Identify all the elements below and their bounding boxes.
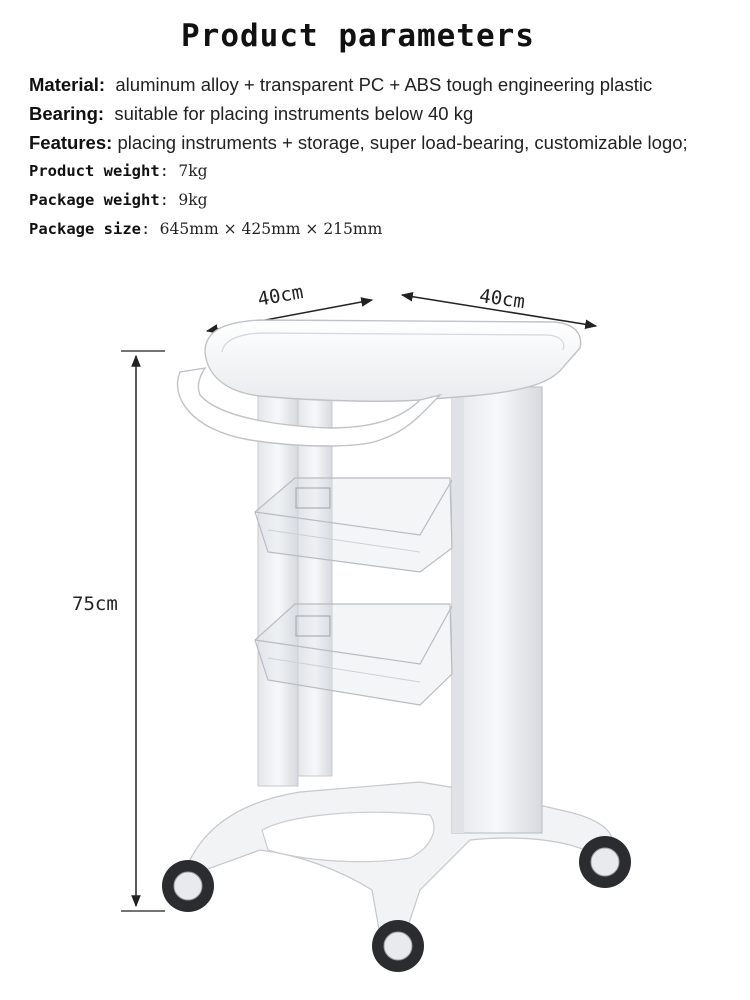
param-bearing-key: Bearing bbox=[29, 103, 98, 124]
param-product-weight: Product weight: 7kg bbox=[29, 162, 208, 180]
wheel-front-left bbox=[162, 860, 214, 912]
main-column bbox=[451, 386, 543, 834]
param-package-weight-value: 9kg bbox=[178, 191, 208, 209]
top-tray bbox=[204, 319, 582, 402]
main-column-edge bbox=[452, 387, 464, 833]
param-product-weight-key: Product weight bbox=[29, 162, 160, 180]
param-material-key: Material bbox=[29, 74, 99, 95]
param-features: Features: placing instruments + storage,… bbox=[29, 132, 688, 154]
depth-arrow bbox=[400, 291, 598, 330]
param-bearing-value: suitable for placing instruments below 4… bbox=[114, 103, 474, 124]
base-tray bbox=[261, 811, 435, 863]
param-package-weight: Package weight: 9kg bbox=[29, 191, 208, 209]
basket-lower bbox=[254, 603, 453, 706]
dimension-height-label: 75cm bbox=[72, 593, 118, 615]
param-package-size-key: Package size bbox=[29, 220, 141, 238]
param-package-size-value: 645mm × 425mm × 215mm bbox=[159, 220, 383, 238]
param-bearing: Bearing: suitable for placing instrument… bbox=[29, 103, 473, 125]
param-features-value: placing instruments + storage, super loa… bbox=[117, 132, 688, 153]
param-sep: : bbox=[159, 191, 169, 209]
param-package-size: Package size: 645mm × 425mm × 215mm bbox=[29, 220, 382, 238]
tray-handle bbox=[176, 367, 443, 447]
param-sep: : bbox=[106, 132, 113, 153]
param-features-key: Features bbox=[29, 132, 107, 153]
param-product-weight-value: 7kg bbox=[178, 162, 208, 180]
param-sep: : bbox=[159, 162, 169, 180]
param-sep: : bbox=[98, 74, 106, 95]
tray-rim bbox=[221, 332, 565, 353]
wheel-rear-right bbox=[579, 836, 631, 888]
basket-upper bbox=[254, 477, 453, 573]
param-sep: : bbox=[140, 220, 151, 238]
wheel-front bbox=[372, 920, 424, 972]
param-material-value: aluminum alloy + transparent PC + ABS to… bbox=[115, 74, 653, 95]
page-title: Product parameters bbox=[181, 18, 535, 54]
param-material: Material: aluminum alloy + transparent P… bbox=[29, 74, 652, 96]
param-sep: : bbox=[97, 103, 105, 124]
param-package-weight-key: Package weight bbox=[29, 191, 160, 209]
